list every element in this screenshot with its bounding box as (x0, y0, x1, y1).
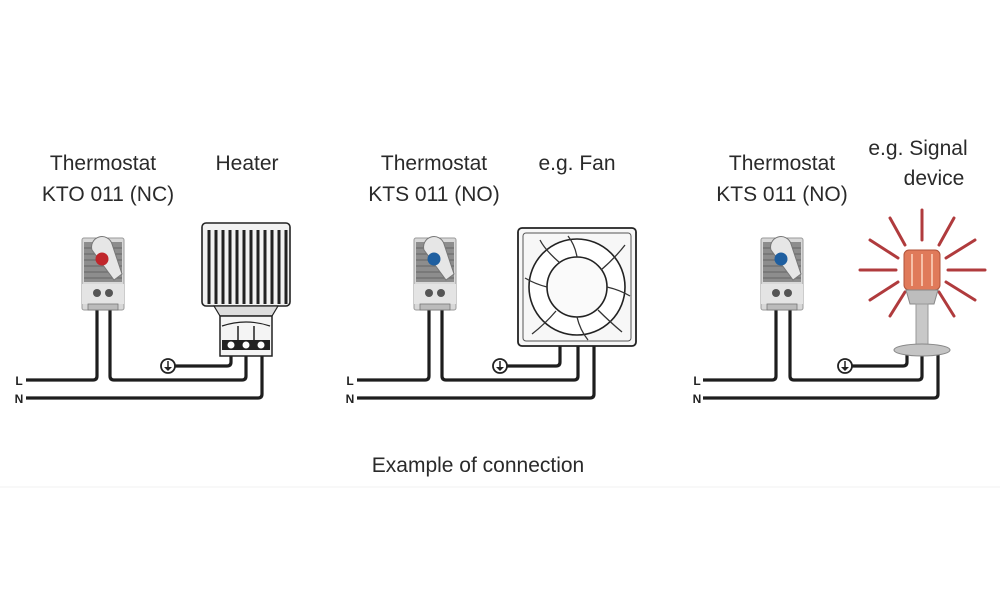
panel-fan: Thermostat KTS 011 (NO) e.g. Fan L N (346, 152, 637, 406)
thermostat-title: Thermostat (381, 152, 487, 175)
thermostat-model: KTS 011 (NO) (716, 183, 847, 206)
thermostat-icon (81, 235, 125, 311)
line-label-n: N (15, 392, 24, 406)
fan-icon (517, 227, 637, 347)
ground-icon (492, 358, 508, 374)
ground-icon (837, 358, 853, 374)
thermostat-title: Thermostat (50, 152, 156, 175)
diagram-caption: Example of connection (372, 454, 584, 477)
signal-light-icon (858, 208, 987, 357)
line-label-l: L (15, 374, 22, 388)
panel-signal-device: Thermostat KTS 011 (NO) e.g. Signal devi… (693, 137, 987, 406)
device-label-line2: device (904, 167, 965, 190)
heater-icon (201, 222, 291, 357)
blue-dial-icon (774, 252, 788, 266)
device-label: e.g. Fan (538, 152, 615, 175)
line-label-l: L (346, 374, 353, 388)
thermostat-icon (413, 235, 457, 311)
thermostat-model: KTS 011 (NO) (368, 183, 499, 206)
device-label-line1: e.g. Signal (868, 137, 967, 160)
thermostat-icon (760, 235, 804, 311)
thermostat-title: Thermostat (729, 152, 835, 175)
red-dial-icon (95, 252, 109, 266)
line-label-n: N (693, 392, 702, 406)
device-label: Heater (215, 152, 278, 175)
blue-dial-icon (427, 252, 441, 266)
line-label-n: N (346, 392, 355, 406)
ground-icon (160, 358, 176, 374)
thermostat-model: KTO 011 (NC) (42, 183, 174, 206)
panel-heater: Thermostat KTO 011 (NC) Heater (15, 152, 291, 406)
line-label-l: L (693, 374, 700, 388)
